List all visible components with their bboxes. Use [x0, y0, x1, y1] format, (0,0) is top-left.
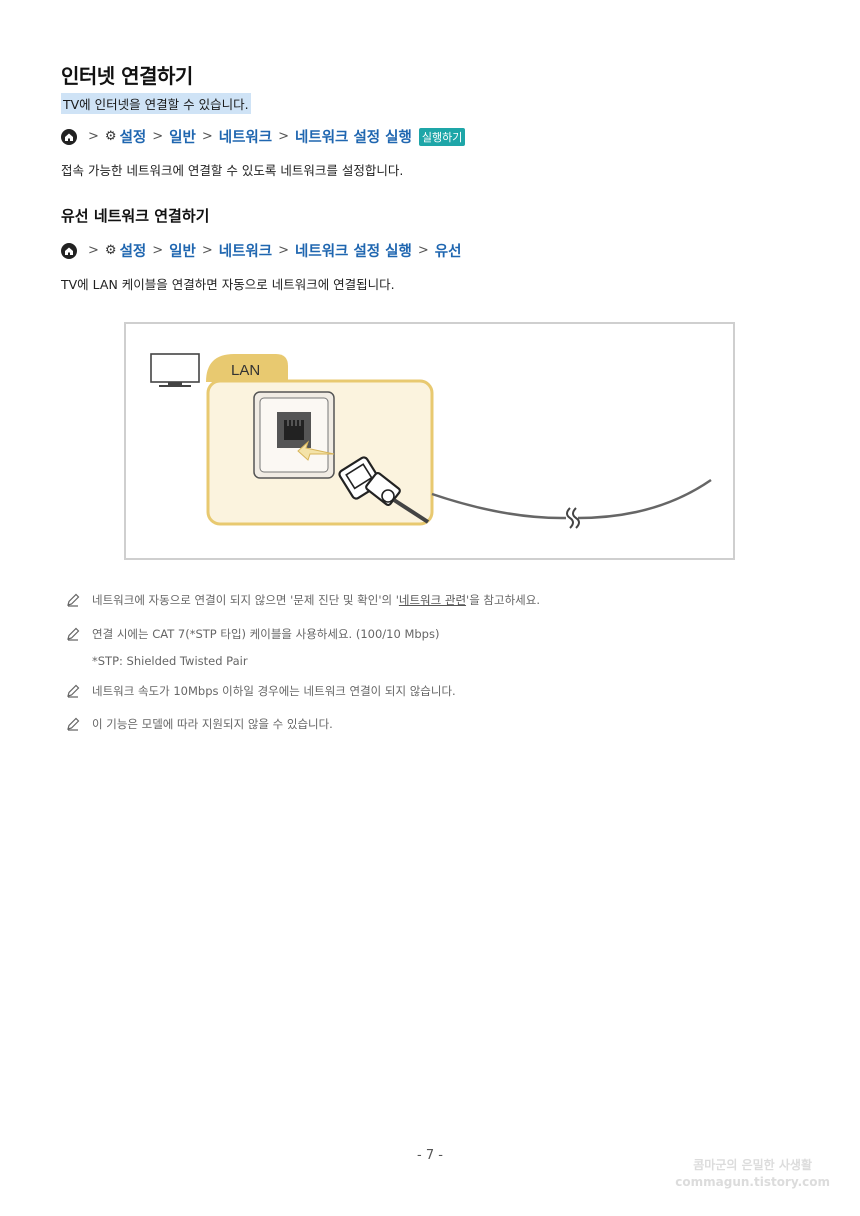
- page-number: - 7 -: [417, 1148, 443, 1163]
- chevron-right-icon: >: [201, 129, 213, 144]
- gear-icon: ⚙: [104, 129, 117, 144]
- note-text: 연결 시에는 CAT 7(*STP 타입) 케이블을 사용하세요. (100/1…: [92, 627, 440, 641]
- path-item-settings: 설정: [119, 130, 147, 146]
- note-item: 네트워크 속도가 10Mbps 이하일 경우에는 네트워크 연결이 되지 않습니…: [66, 683, 456, 699]
- chevron-right-icon: >: [152, 243, 164, 258]
- note-text: 네트워크 속도가 10Mbps 이하일 경우에는 네트워크 연결이 되지 않습니…: [92, 684, 456, 698]
- path-item-wired: 유선: [434, 244, 462, 260]
- home-icon: [61, 128, 77, 145]
- note-subtext: *STP: Shielded Twisted Pair: [92, 654, 248, 668]
- home-icon: [61, 242, 77, 259]
- note-text: 네트워크에 자동으로 연결이 되지 않으면 '문제 진단 및 확인'의 ': [92, 593, 399, 607]
- lan-cable: [431, 478, 712, 520]
- watermark: 콤마군의 은밀한 사생활 commagun.tistory.com: [675, 1157, 830, 1191]
- lan-plug: [338, 456, 401, 507]
- note-item: 연결 시에는 CAT 7(*STP 타입) 케이블을 사용하세요. (100/1…: [66, 626, 439, 642]
- network-help-link[interactable]: 네트워크 관련: [398, 593, 467, 607]
- path-item-general: 일반: [169, 130, 196, 146]
- note-text: '을 참고하세요.: [466, 593, 540, 607]
- note-item: 이 기능은 모델에 따라 지원되지 않을 수 있습니다.: [66, 716, 333, 732]
- lan-tab: [206, 354, 288, 382]
- chevron-right-icon: >: [152, 129, 164, 144]
- insert-arrow-icon: [297, 440, 335, 461]
- chevron-right-icon: >: [278, 243, 290, 258]
- menu-path-1: > ⚙ 설정 > 일반 > 네트워크 > 네트워크 설정 실행 실행하기: [61, 126, 466, 147]
- path-item-network: 네트워크: [218, 244, 273, 260]
- page-title: 인터넷 연결하기: [61, 64, 193, 88]
- pencil-icon: [67, 593, 80, 607]
- lan-diagram: LAN: [150, 353, 712, 529]
- watermark-line2: commagun.tistory.com: [675, 1175, 830, 1189]
- cable-segment-plug: [392, 498, 430, 524]
- chevron-right-icon: >: [88, 129, 99, 144]
- lan-connection-figure: LAN: [124, 322, 735, 560]
- intro-text: 접속 가능한 네트워크에 연결할 수 있도록 네트워크를 설정합니다.: [61, 163, 404, 178]
- tv-icon: [150, 353, 200, 387]
- section-title: 유선 네트워크 연결하기: [61, 207, 210, 225]
- section-text: TV에 LAN 케이블을 연결하면 자동으로 네트워크에 연결됩니다.: [61, 277, 395, 292]
- cable-break-icon: [566, 507, 580, 529]
- path-item-general: 일반: [169, 244, 196, 260]
- pencil-icon: [67, 717, 80, 731]
- watermark-line1: 콤마군의 은밀한 사생활: [693, 1158, 813, 1172]
- path-item-network-setup: 네트워크 설정 실행: [295, 244, 412, 260]
- note-text: 이 기능은 모델에 따라 지원되지 않을 수 있습니다.: [92, 717, 333, 731]
- run-now-button[interactable]: 실행하기: [418, 127, 466, 146]
- path-item-network-setup: 네트워크 설정 실행: [295, 130, 412, 146]
- chevron-right-icon: >: [417, 243, 429, 258]
- chevron-right-icon: >: [278, 129, 290, 144]
- chevron-right-icon: >: [201, 243, 213, 258]
- pencil-icon: [67, 684, 80, 698]
- lan-tab-label: LAN: [231, 362, 260, 379]
- menu-path-2: > ⚙ 설정 > 일반 > 네트워크 > 네트워크 설정 실행 > 유선: [61, 240, 461, 261]
- chevron-right-icon: >: [88, 243, 99, 258]
- note-item: 네트워크에 자동으로 연결이 되지 않으면 '문제 진단 및 확인'의 '네트워…: [66, 592, 540, 608]
- pencil-icon: [67, 627, 80, 641]
- path-item-network: 네트워크: [218, 130, 273, 146]
- wall-socket: [253, 391, 335, 479]
- page-subtitle: TV에 인터넷을 연결할 수 있습니다.: [61, 93, 251, 114]
- path-item-settings: 설정: [119, 244, 147, 260]
- gear-icon: ⚙: [104, 243, 117, 258]
